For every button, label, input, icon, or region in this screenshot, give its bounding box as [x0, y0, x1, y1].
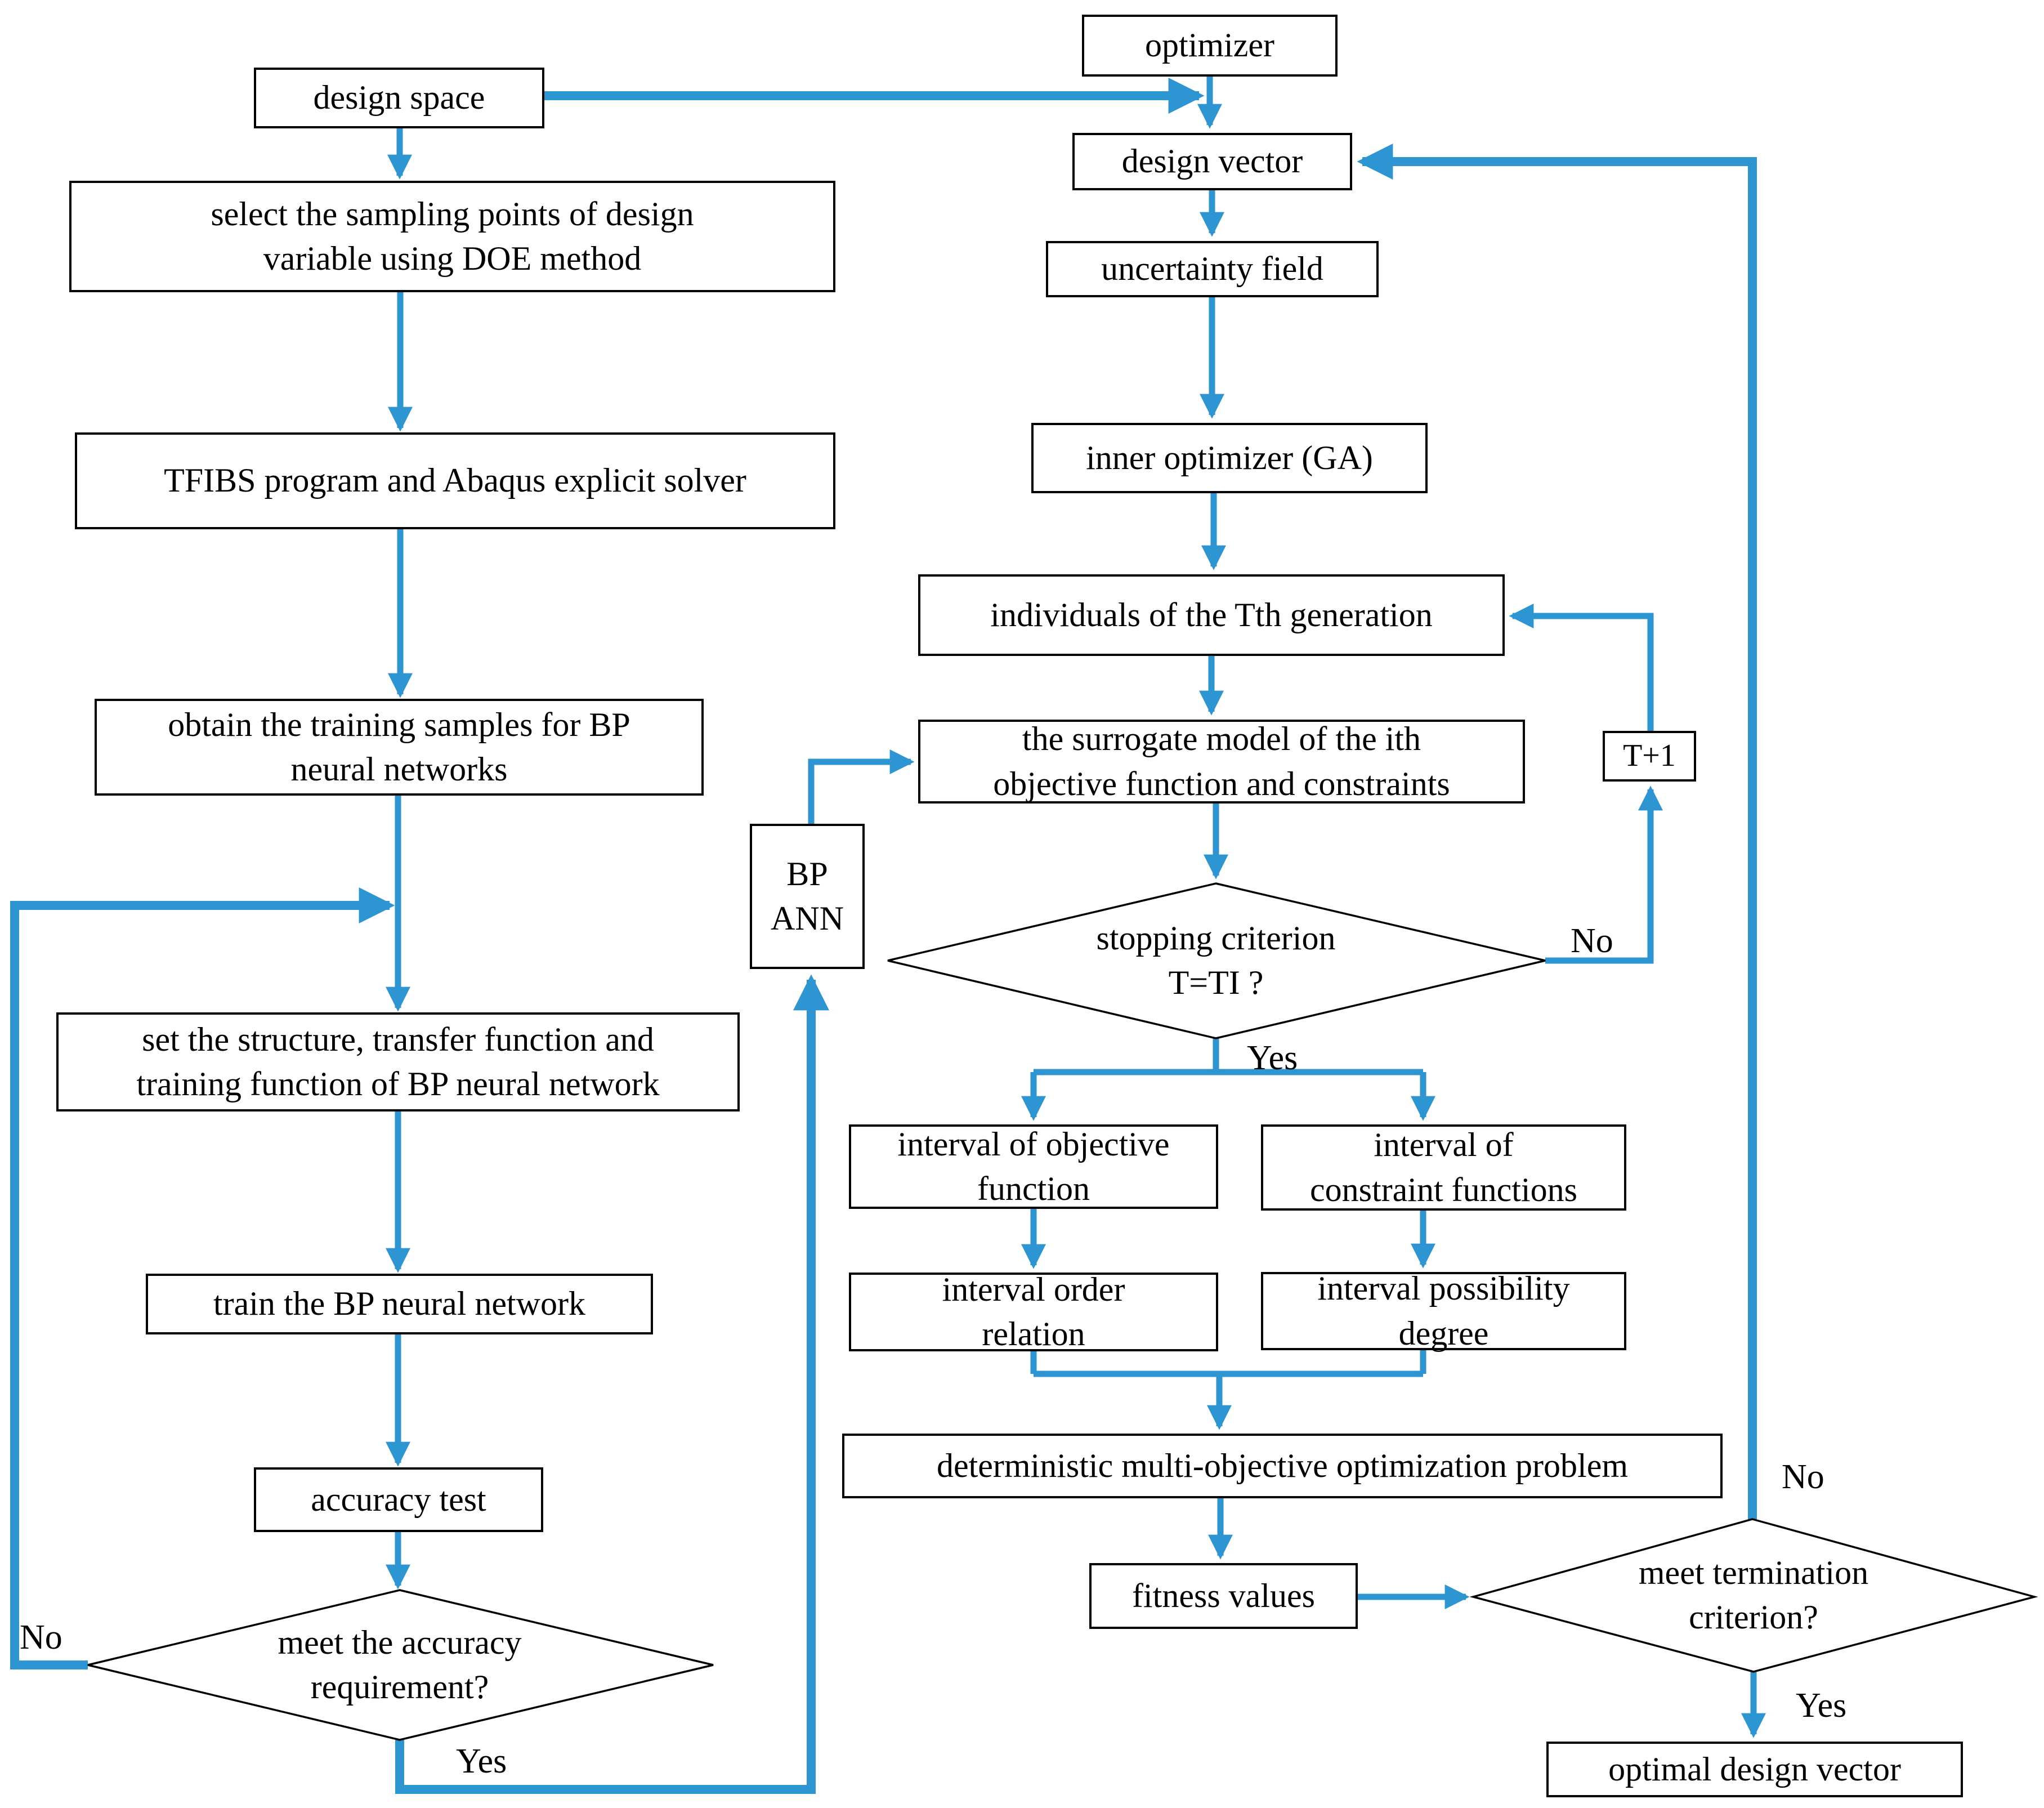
- surrogate-model-box: the surrogate model of the ith objective…: [918, 720, 1525, 803]
- accuracy-no-label: No: [20, 1618, 62, 1657]
- loop-tplus1-to-individuals: [1509, 604, 1654, 731]
- uncertainty-field-box: uncertainty field: [1046, 241, 1379, 297]
- accuracy-test-box: accuracy test: [254, 1467, 543, 1532]
- inner-optimizer-box: inner optimizer (GA): [1031, 423, 1428, 493]
- set-structure-box: set the structure, transfer function and…: [56, 1012, 740, 1111]
- design-space-box: design space: [254, 68, 544, 128]
- optimizer-box: optimizer: [1082, 15, 1338, 77]
- train-network-box: train the BP neural network: [146, 1274, 653, 1334]
- fitness-values-box: fitness values: [1089, 1563, 1358, 1629]
- bp-ann-box: BP ANN: [750, 824, 865, 969]
- loop-termination-no: [1357, 144, 1757, 1519]
- t-plus-1-box: T+1: [1603, 731, 1696, 782]
- individuals-box: individuals of the Tth generation: [918, 574, 1505, 656]
- interval-objective-box: interval of objective function: [849, 1124, 1218, 1209]
- accuracy-diamond-label: meet the accuracy requirement?: [278, 1624, 522, 1706]
- termination-decision-diamond: [1469, 1518, 2038, 1673]
- stopping-yes-label: Yes: [1247, 1039, 1298, 1077]
- arrow-bpann-to-surrogate: [808, 749, 915, 824]
- termination-diamond-label: meet termination criterion?: [1638, 1554, 1869, 1636]
- loop-stopping-no-to-tplus1: [1545, 785, 1663, 964]
- training-samples-box: obtain the training samples for BP neura…: [95, 699, 704, 796]
- interval-constraint-box: interval of constraint functions: [1261, 1124, 1626, 1211]
- design-vector-box: design vector: [1072, 133, 1352, 190]
- interval-possibility-box: interval possibility degree: [1261, 1270, 1626, 1352]
- accuracy-decision-diamond: [87, 1589, 714, 1741]
- interval-order-box: interval order relation: [849, 1271, 1218, 1352]
- stopping-no-label: No: [1571, 922, 1613, 960]
- termination-no-label: No: [1782, 1458, 1824, 1496]
- loop-accuracy-yes-to-bpann: [395, 974, 829, 1794]
- termination-yes-label: Yes: [1796, 1686, 1847, 1725]
- optimal-design-vector-box: optimal design vector: [1546, 1742, 1963, 1797]
- stopping-decision-diamond: [887, 882, 1546, 1039]
- loop-accuracy-no: [10, 887, 395, 1669]
- select-sampling-box: select the sampling points of design var…: [69, 181, 835, 292]
- stopping-diamond-label: stopping criterion T=TI ?: [1096, 919, 1336, 1002]
- tfibs-solver-box: TFIBS program and Abaqus explicit solver: [75, 432, 835, 529]
- deterministic-problem-box: deterministic multi-objective optimizati…: [842, 1434, 1723, 1498]
- accuracy-yes-label: Yes: [456, 1742, 507, 1780]
